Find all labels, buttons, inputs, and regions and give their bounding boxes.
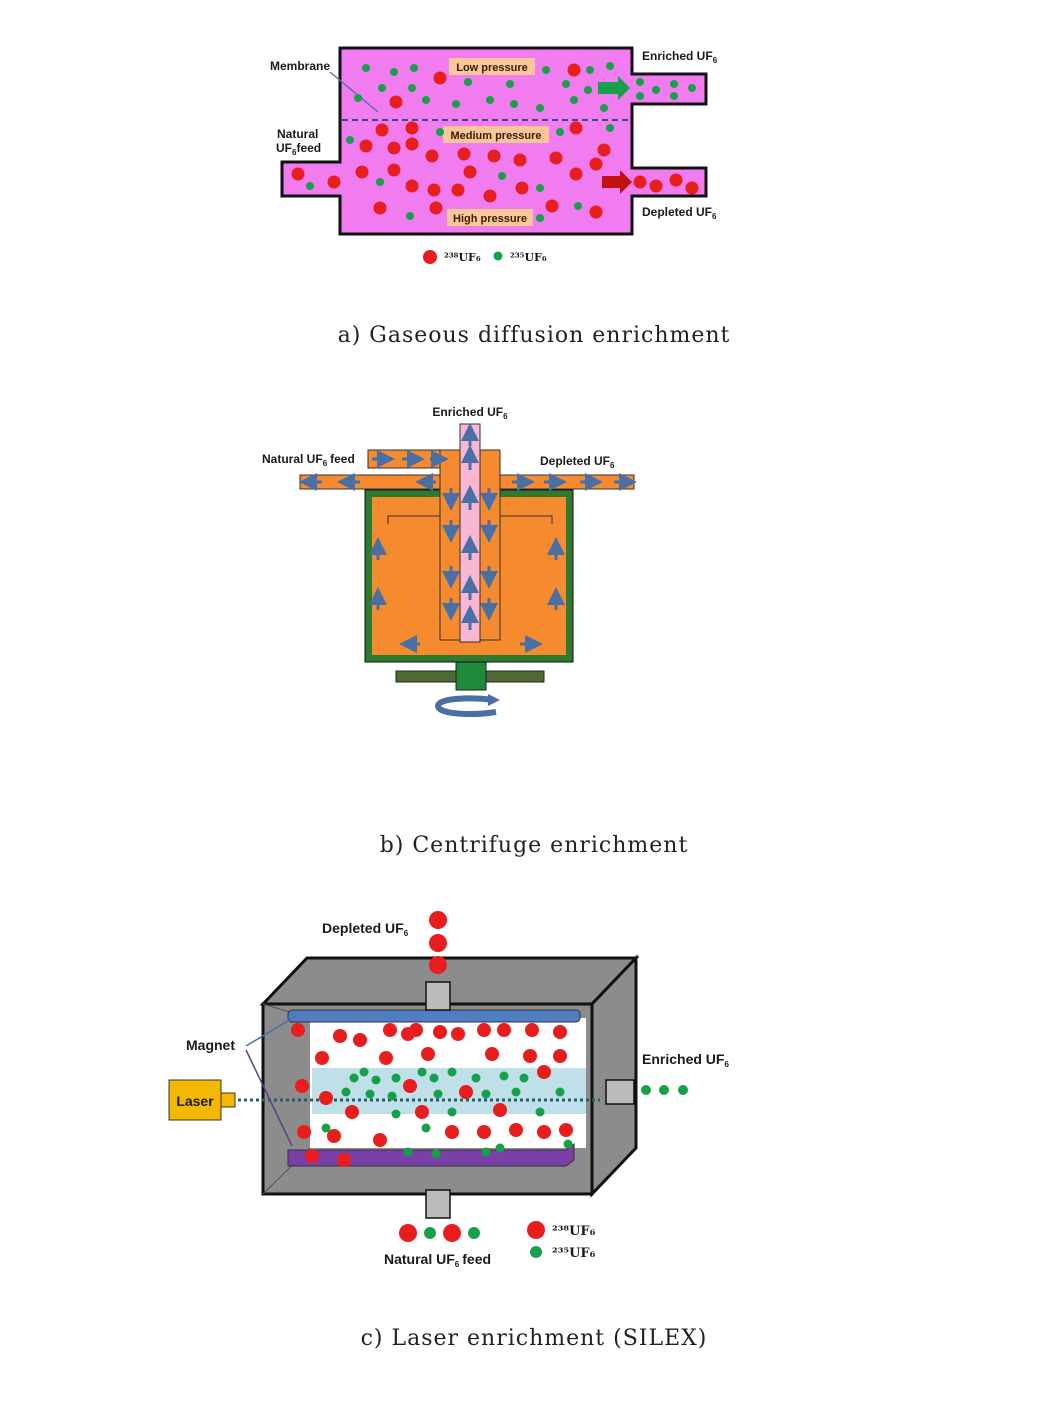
natural-feed-label-line1: Natural: [277, 127, 318, 141]
magnet-pointer-bottom: [245, 1049, 293, 1147]
low-pressure-label: Low pressure: [456, 62, 528, 74]
feed-inlet-pipe: [425, 1189, 451, 1219]
bottom-magnet: [287, 1143, 575, 1167]
molecules-a: [291, 62, 699, 222]
rotation-arrow-head: [488, 694, 500, 706]
depleted-label-c: Depleted UF6: [322, 920, 409, 938]
enriched-label-a: Enriched UF6: [642, 49, 718, 65]
natural-feed-label-line2: UF6feed: [276, 141, 321, 157]
caption-a: a) Gaseous diffusion enrichment: [338, 323, 731, 348]
medium-pressure-label: Medium pressure: [450, 130, 541, 142]
legend-u238-label-c: ²³⁸UF₆: [552, 1224, 596, 1239]
depleted-flow-arrow: [602, 170, 632, 194]
legend-u235-label-c: ²³⁵UF₆: [552, 1246, 596, 1261]
enriched-label-c: Enriched UF6: [642, 1051, 729, 1069]
top-magnet: [287, 1009, 581, 1023]
rotation-arrow: [434, 695, 497, 717]
laser-label: Laser: [176, 1093, 214, 1109]
legend-u238-label-a: ²³⁸UF₆: [444, 251, 481, 264]
legend-u235-marker-c: [530, 1246, 542, 1258]
caption-b: b) Centrifuge enrichment: [380, 833, 689, 858]
caption-c: c) Laser enrichment (SILEX): [361, 1326, 708, 1351]
high-pressure-label: High pressure: [453, 213, 527, 225]
membrane-pointer: [329, 71, 379, 113]
enriched-flow-arrow: [598, 76, 630, 100]
scoop-right: [499, 490, 553, 524]
figure-a-gaseous-diffusion: Low pressure Medium pressure High pressu…: [270, 46, 731, 348]
enriched-label-b: Enriched UF6: [432, 405, 508, 421]
enriched-outlet-pipe: [605, 1079, 635, 1105]
depleted-label-a: Depleted UF6: [642, 205, 717, 221]
magnet-pointer-top: [245, 1015, 297, 1047]
depleted-outlet-pipe: [425, 981, 451, 1011]
rotor-shaft: [455, 657, 487, 691]
legend-u235-marker-a: [493, 251, 503, 261]
depleted-label-b: Depleted UF6: [540, 454, 615, 470]
molecules-c: [291, 911, 688, 1242]
magnet-label: Magnet: [186, 1037, 235, 1053]
legend-u235-label-a: ²³⁵UF₆: [510, 251, 547, 264]
flow-arrows: [299, 423, 637, 653]
legend-u238-marker-c: [527, 1221, 545, 1239]
scoop-left: [387, 490, 441, 524]
membrane-label: Membrane: [270, 59, 330, 73]
low-pressure-label-bg: [449, 58, 535, 75]
laser-nozzle: [220, 1092, 236, 1108]
figure-c-laser: Depleted UF6 Enriched UF6 Magnet Laser N…: [168, 911, 729, 1351]
legend-u238-marker-a: [423, 250, 437, 264]
high-pressure-label-bg: [447, 209, 533, 226]
medium-pressure-label-bg: [443, 126, 549, 143]
